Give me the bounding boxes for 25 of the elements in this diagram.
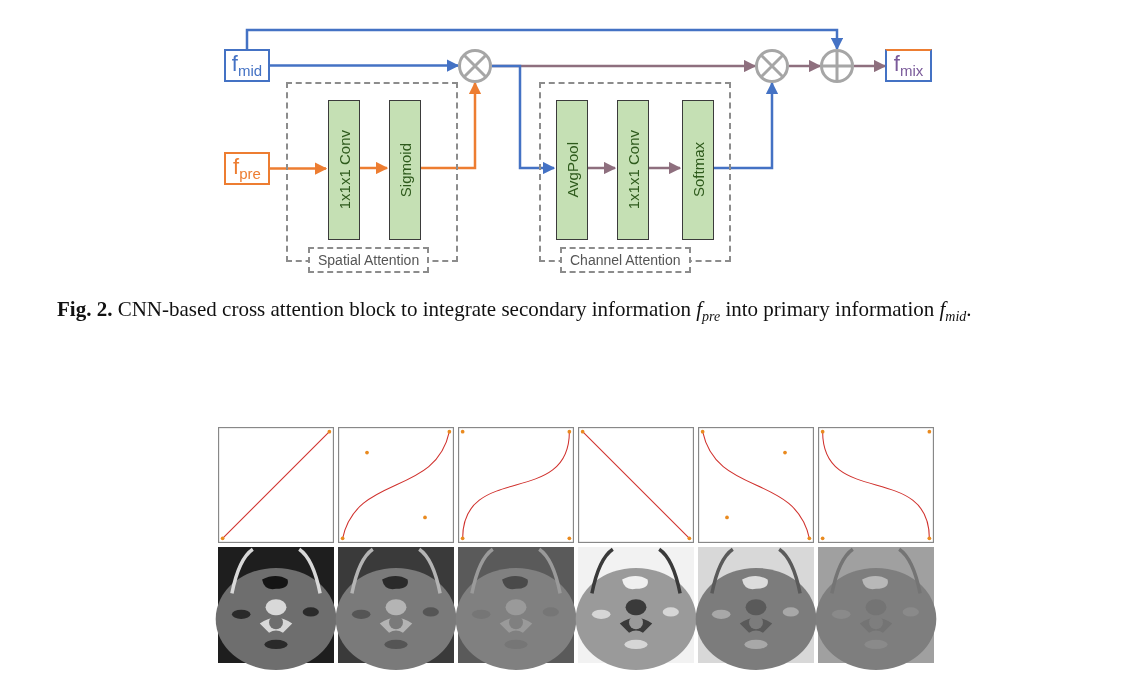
layer-block: Sigmoid	[389, 100, 421, 240]
arrow	[419, 81, 482, 170]
arrow	[492, 64, 556, 175]
arrow	[854, 59, 887, 73]
input-box: f$_{mid}$	[224, 49, 270, 82]
add-circle	[820, 49, 854, 83]
arrow	[647, 161, 682, 175]
layer-block: 1x1x1 Conv	[617, 100, 649, 240]
layer-block: Softmax	[682, 100, 714, 240]
arrow	[789, 59, 822, 73]
arrow	[270, 162, 328, 175]
group-label: Spatial Attention	[308, 247, 430, 273]
arrow	[712, 81, 779, 170]
arrow	[245, 28, 844, 51]
arrow	[586, 161, 617, 175]
group-label: Channel Attention	[560, 247, 691, 273]
multiply-circle	[458, 49, 492, 83]
input-box: f$_{pre}$	[224, 152, 270, 185]
layer-block: AvgPool	[556, 100, 588, 240]
arrow	[358, 161, 389, 175]
arrow	[270, 59, 460, 72]
layer-block: 1x1x1 Conv	[328, 100, 360, 240]
multiply-circle	[755, 49, 789, 83]
output-box: f$_{mix}$	[885, 49, 932, 82]
figure-caption: Fig. 2. CNN-based cross attention block to integrate secondary information f$_{pre}$ into primary information f$_{mid}$.	[57, 296, 973, 327]
